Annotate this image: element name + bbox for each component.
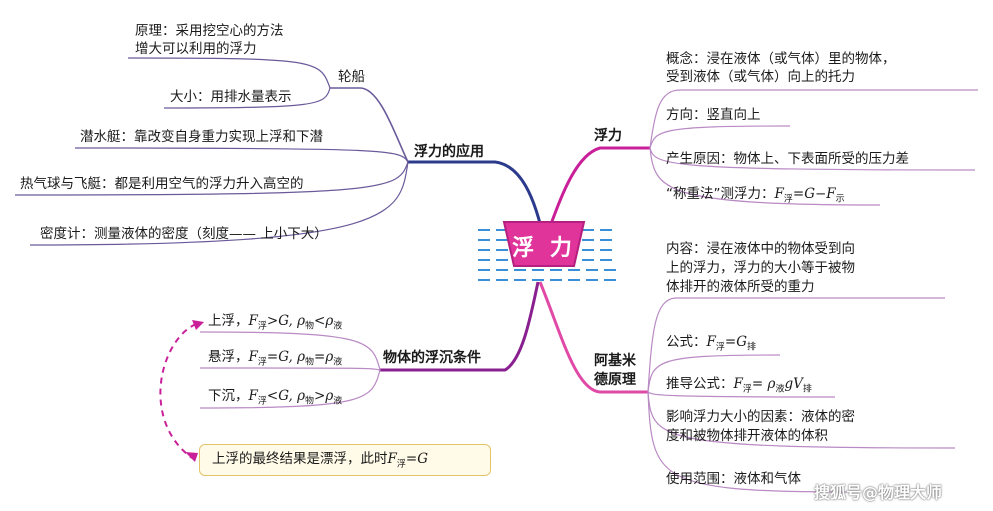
weighing-eq: =G−F (792, 186, 836, 202)
derived-sub2: 液 (775, 384, 785, 395)
sink-sub: 浮 (257, 396, 267, 407)
weighing-prefix: “称重法”测浮力： (666, 186, 775, 202)
sink-rel1: <G, ρ (266, 388, 306, 404)
boat-icon (502, 221, 586, 267)
suspend-sub: 浮 (257, 357, 267, 368)
weighing-F: F (774, 186, 784, 202)
suspend-rel2: =ρ (314, 349, 334, 365)
rise-sub3: 液 (333, 321, 343, 332)
rise-label: 上浮， (208, 313, 249, 329)
buoyancy-title: 浮力 (594, 128, 622, 144)
archimedes-factors-line1: 影响浮力大小的因素：液体的密 (666, 409, 855, 425)
formula-F: F (706, 334, 716, 350)
condition-sink: 下沉，F浮<G, ρ物>ρ液 (208, 387, 342, 412)
hydrometer-text: 密度计：测量液体的密度（刻度—— 上小下大） (40, 226, 328, 242)
final-F: F (387, 451, 397, 467)
suspend-label: 悬浮， (208, 349, 249, 365)
ship-title: 轮船 (338, 69, 365, 85)
final-result-box (199, 444, 491, 476)
submarine-text: 潜水艇：靠改变自身重力实现上浮和下潜 (80, 129, 323, 145)
suspend-sub3: 液 (333, 357, 343, 368)
ship-size: 大小：用排水量表示 (170, 89, 292, 105)
balloon-text: 热气球与飞艇：都是利用空气的浮力升入高空的 (20, 176, 304, 192)
buoyancy-concept-line1: 概念：浸在液体（或气体）里的物体， (666, 51, 896, 67)
rise-F: F (248, 313, 258, 329)
archimedes-scope: 使用范围：液体和气体 (666, 471, 801, 487)
final-text: 上浮的最终结果是漂浮，此时 (212, 451, 388, 467)
water-icon (478, 229, 616, 281)
final-sub: 浮 (396, 459, 406, 470)
buoyancy-direction: 方向：竖直向上 (666, 107, 761, 123)
archimedes-title-line2: 德原理 (594, 372, 636, 388)
weighing-sub1: 浮 (783, 194, 793, 205)
condition-rise: 上浮，F浮>G, ρ物<ρ液 (208, 312, 342, 337)
derived-sub1: 浮 (742, 384, 752, 395)
archimedes-content-line3: 体排开的液体所受的重力 (666, 279, 815, 295)
rise-sub2: 物 (305, 321, 315, 332)
ship-principle-line1: 原理：采用挖空心的方法 (135, 23, 284, 39)
archimedes-derived-formula: 推导公式：F浮= ρ液gV排 (666, 375, 812, 400)
buoyancy-cause: 产生原因：物体上、下表面所受的压力差 (666, 151, 909, 167)
buoyancy-concept-line2: 受到液体（或气体）向上的托力 (666, 69, 855, 85)
suspend-sub2: 物 (305, 357, 315, 368)
archimedes-factors-line2: 度和被物体排开液体的体积 (666, 428, 828, 444)
ship-principle-line2: 增大可以利用的浮力 (135, 41, 257, 57)
formula-prefix: 公式： (666, 334, 707, 350)
condition-suspend: 悬浮，F浮=G, ρ物=ρ液 (208, 348, 342, 373)
sink-sub2: 物 (305, 396, 315, 407)
suspend-rel1: =G, ρ (266, 349, 306, 365)
derived-eq: = ρ (751, 376, 776, 392)
suspend-F: F (248, 349, 258, 365)
rise-rel1: >G, ρ (266, 313, 306, 329)
derived-sub3: 排 (802, 384, 812, 395)
final-eq: =G (405, 451, 428, 467)
derived-prefix: 推导公式： (666, 376, 734, 392)
rise-sub: 浮 (257, 321, 267, 332)
weighing-sub2: 示 (835, 194, 845, 205)
archimedes-content-line2: 上的浮力，浮力的大小等于被物 (666, 260, 855, 276)
application-title: 浮力的应用 (414, 144, 484, 160)
sink-F: F (248, 388, 258, 404)
formula-sub1: 浮 (715, 342, 725, 353)
formula-sub2: 排 (747, 342, 757, 353)
watermark: 搜狐号@物理大师 (814, 483, 943, 502)
derived-F: F (733, 376, 743, 392)
derived-gV: gV (784, 376, 803, 392)
archimedes-formula: 公式：F浮=G排 (666, 333, 756, 358)
sink-sub3: 液 (333, 396, 343, 407)
conditions-title: 物体的浮沉条件 (383, 350, 481, 366)
buoyancy-weighing-method: “称重法”测浮力：F浮=G−F示 (666, 185, 845, 210)
rise-rel2: <ρ (314, 313, 334, 329)
archimedes-content-line1: 内容：浸在液体中的物体受到向 (666, 241, 855, 257)
center-title: 浮 力 (512, 236, 576, 261)
archimedes-title-line1: 阿基米 (594, 353, 636, 369)
sink-label: 下沉， (208, 388, 249, 404)
sink-rel2: >ρ (314, 388, 334, 404)
final-result-text: 上浮的最终结果是漂浮，此时F浮=G (212, 450, 428, 475)
formula-eq: =G (724, 334, 747, 350)
